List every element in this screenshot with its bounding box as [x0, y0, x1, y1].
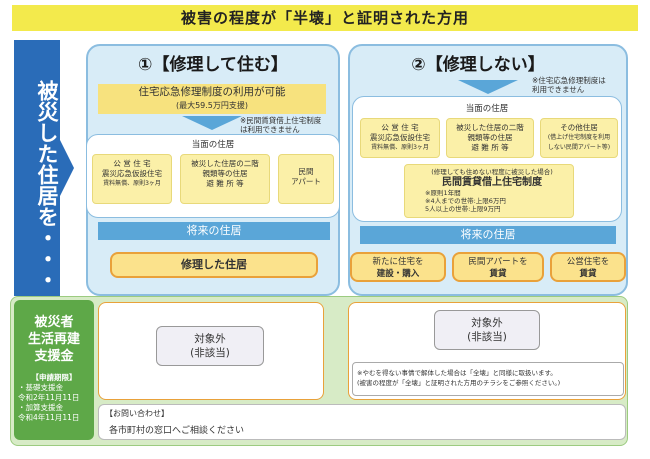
option-1-panel-title: 当面の住居	[191, 140, 235, 150]
rent-apartment-line1: 民間アパートを	[468, 257, 528, 267]
other-housing-title: その他住居	[560, 123, 598, 132]
page-title: 被害の程度が「半壊」と証明された方用	[12, 5, 638, 31]
contact-heading: 【お問い合わせ】	[105, 409, 169, 418]
option-2-arrow-down-icon	[458, 80, 518, 94]
rental-subsidy-title: 民間賃貸借上住宅制度	[442, 177, 542, 188]
repair-banner-line2: (最大59.5万円支援)	[175, 101, 249, 110]
option-1-public-housing-box: 公 営 住 宅 震災応急仮設住宅 賃料無償、原則3ヶ月	[92, 154, 172, 204]
footnote-line2: (被害の程度が「全壊」と証明された方用のチラシをご参照ください。)	[357, 379, 561, 387]
repair-banner-line1: 住宅応急修理制度の利用が可能	[138, 86, 286, 98]
option-2-relatives-box: 被災した住居の二階 親類等の住居 避 難 所 等	[446, 118, 534, 158]
option-1-note: ※民間賃貸借上住宅制度 は利用できません	[240, 116, 322, 134]
build-buy-line2: 建設・購入	[376, 269, 420, 279]
rent-public-line1: 公営住宅を	[566, 257, 610, 267]
rent-apartment-line2: 賃貸	[489, 269, 507, 279]
support-label: 被災者 生活再建 支援金 【申請期限】 ・基礎支援金 令和2年11月11日 ・加…	[14, 300, 94, 440]
rental-subsidy-box: (修理しても住めない程度に被災した場合) 民間賃貸借上住宅制度 ※原則1年間 ※…	[404, 164, 574, 218]
rent-public-line2: 賃貸	[579, 269, 597, 279]
not-eligible-line1: 対象外	[194, 333, 226, 345]
other-housing-small: (借上げ住宅制度を利用 しない民間アパート等)	[547, 134, 611, 151]
not-eligible-line2: (非該当)	[190, 347, 230, 359]
option-2-future-band: 将来の住居	[360, 226, 616, 244]
option-2-other-housing-box: その他住居 (借上げ住宅制度を利用 しない民間アパート等)	[540, 118, 618, 158]
not-eligible-line1: 対象外	[471, 317, 503, 329]
option-1-arrow-down-icon	[182, 116, 242, 130]
option-2-not-eligible: 対象外 (非該当)	[434, 310, 540, 350]
not-eligible-line2: (非該当)	[467, 331, 507, 343]
footnote-line1: ※やむを得ない事情で解体した場合は「全壊」と同様に取扱います。	[357, 369, 557, 377]
deadline-lines: ・基礎支援金 令和2年11月11日 ・加算支援金 令和4年11月11日	[18, 383, 80, 422]
contact-text: 各市町村の窓口へご相談ください	[109, 426, 245, 436]
rental-subsidy-intro: (修理しても住めない程度に被災した場合)	[431, 168, 553, 176]
public-housing-small: 賃料無償、原則3ヶ月	[371, 144, 429, 151]
option-1-future-band: 将来の住居	[98, 222, 330, 240]
option-1-not-eligible: 対象外 (非該当)	[156, 326, 264, 366]
public-housing-small: 賃料無償、原則3ヶ月	[103, 180, 161, 187]
option-2-rent-apartment: 民間アパートを 賃貸	[452, 252, 544, 282]
option-2-public-housing-box: 公 営 住 宅 震災応急仮設住宅 賃料無償、原則3ヶ月	[360, 118, 440, 158]
rental-subsidy-details: ※原則1年間 ※4人までの世帯:上限6万円 5人以上の世帯:上限9万円	[425, 189, 506, 213]
option-1-heading: ①【修理して住む】	[138, 55, 288, 75]
contact-box: 【お問い合わせ】 各市町村の窓口へご相談ください	[98, 404, 626, 440]
option-2-note: ※住宅応急修理制度は 利用できません	[532, 76, 606, 94]
option-2-panel-title: 当面の住居	[465, 104, 509, 114]
public-housing-text: 公 営 住 宅 震災応急仮設住宅	[370, 123, 430, 142]
build-buy-line1: 新たに住宅を	[372, 257, 424, 267]
support-title: 被災者 生活再建 支援金	[27, 315, 80, 364]
option-2-build-buy: 新たに住宅を 建設・購入	[350, 252, 446, 282]
left-label: 被災した住居を・・・	[35, 80, 59, 290]
option-1-apartment-box: 民間 アパート	[278, 154, 334, 204]
left-arrow-shape	[14, 40, 74, 296]
option-2-rent-public-housing: 公営住宅を 賃貸	[550, 252, 626, 282]
option-1-relatives-box: 被災した住居の二階 親類等の住居 避 難 所 等	[180, 154, 270, 204]
demolition-footnote: ※やむを得ない事情で解体した場合は「全壊」と同様に取扱います。 (被害の程度が「…	[352, 362, 624, 396]
public-housing-text: 公 営 住 宅 震災応急仮設住宅	[102, 159, 162, 178]
option-2-heading: ②【修理しない】	[411, 55, 545, 75]
deadline-heading: 【申請期限】	[31, 373, 77, 382]
option-1-repaired-home: 修理した住居	[110, 252, 318, 278]
option-1-repair-banner: 住宅応急修理制度の利用が可能 (最大59.5万円支援)	[98, 84, 326, 114]
